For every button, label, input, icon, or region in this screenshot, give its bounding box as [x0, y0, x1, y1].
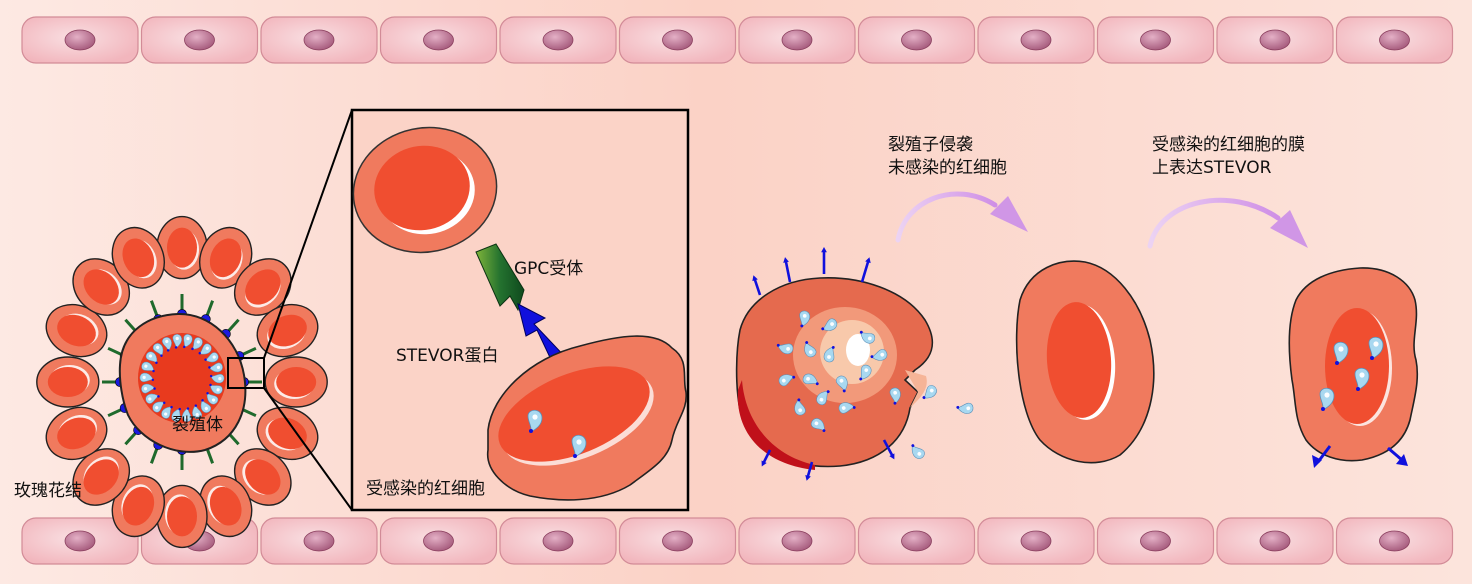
endothelial-cell	[977, 16, 1095, 64]
endothelial-cell	[1096, 16, 1215, 64]
rosette-rbc	[199, 226, 253, 289]
endothelial-cell	[21, 517, 139, 565]
endothelium-top	[21, 16, 1454, 64]
endothelial-cell	[499, 16, 617, 64]
schizont-body	[138, 333, 226, 423]
uninfected-rbc-closeup	[352, 126, 498, 254]
endothelial-cell	[977, 517, 1095, 565]
endothelial-cell	[379, 517, 498, 565]
rupturing-infected-rbc	[735, 247, 975, 481]
zoom-indicator	[227, 109, 353, 511]
rosette-rbc	[111, 475, 165, 538]
rosette-rbc	[111, 226, 165, 289]
stevor-arrow	[752, 275, 762, 296]
endothelial-cell	[618, 517, 737, 565]
process-arrow-2	[1147, 197, 1308, 249]
label-membrane-express-2: 上表达STEVOR	[1152, 158, 1272, 178]
rosette-rbc	[156, 484, 208, 549]
label-gpc-receptor: GPC受体	[514, 259, 584, 279]
label-stevor-protein: STEVOR蛋白	[396, 346, 499, 366]
central-infected-rbc	[118, 312, 247, 453]
infected-rbc-closeup	[487, 335, 687, 501]
endothelial-cell	[857, 517, 976, 565]
stevor-arrow	[805, 461, 814, 481]
endothelial-cell	[140, 16, 259, 64]
stevor-arrow-right	[1387, 446, 1408, 466]
surface-stevor-arrows	[752, 247, 895, 481]
endothelial-cell	[1335, 16, 1454, 64]
rosette	[36, 215, 328, 549]
stevor-arrow	[761, 449, 772, 467]
endothelium-bottom	[21, 517, 1454, 565]
rosette-rbc	[233, 258, 292, 316]
label-merozoite-invade-1: 裂殖子侵袭	[888, 135, 973, 155]
label-schizont: 裂殖体	[172, 415, 223, 435]
endothelial-cell	[1096, 517, 1215, 565]
stevor-arrow-left	[1312, 445, 1332, 468]
rosette-rbc	[264, 356, 328, 408]
endothelial-cell	[1335, 517, 1454, 565]
rosette-rbc	[72, 448, 131, 506]
label-merozoite-invade-2: 未感染的红细胞	[888, 158, 1007, 178]
rosette-rbc	[36, 356, 100, 408]
uninfected-rbc-invaded	[1015, 260, 1155, 464]
infected-rbc-expressing-stevor	[1288, 267, 1419, 468]
endothelial-cell	[738, 517, 856, 565]
endothelial-cell	[1216, 517, 1334, 565]
endothelial-cell	[21, 16, 139, 64]
label-rosette: 玫瑰花结	[14, 481, 82, 501]
rosette-rbc	[199, 475, 253, 538]
endothelial-cell	[857, 16, 976, 64]
rosette-rbc	[156, 215, 208, 280]
endothelial-cell	[618, 16, 737, 64]
label-membrane-express-1: 受感染的红细胞的膜	[1152, 135, 1305, 155]
rosette-rbc	[256, 303, 319, 358]
process-arrow-1	[895, 191, 1028, 243]
rosette-rbc	[45, 303, 108, 358]
endothelial-cell	[1216, 16, 1334, 64]
merozoite	[906, 442, 927, 462]
rosette-rbc	[45, 406, 108, 461]
stevor-arrow	[821, 247, 827, 274]
rosette-rbc	[72, 258, 131, 316]
endothelial-cell	[738, 16, 856, 64]
endothelial-cell	[260, 16, 378, 64]
rosette-rbc-ring	[36, 215, 328, 549]
stevor-arrow	[860, 257, 871, 283]
label-infected-rbc: 受感染的红细胞	[366, 479, 485, 499]
zoom-panel	[350, 108, 690, 512]
gpc-receptor	[475, 243, 525, 312]
stevor-arrow	[783, 257, 792, 283]
merozoite	[955, 402, 975, 416]
endothelial-cell	[260, 517, 378, 565]
rosette-rbc	[256, 406, 319, 461]
stevor-arrow	[882, 439, 895, 460]
endothelial-cell	[499, 517, 617, 565]
endothelial-cell	[379, 16, 498, 64]
